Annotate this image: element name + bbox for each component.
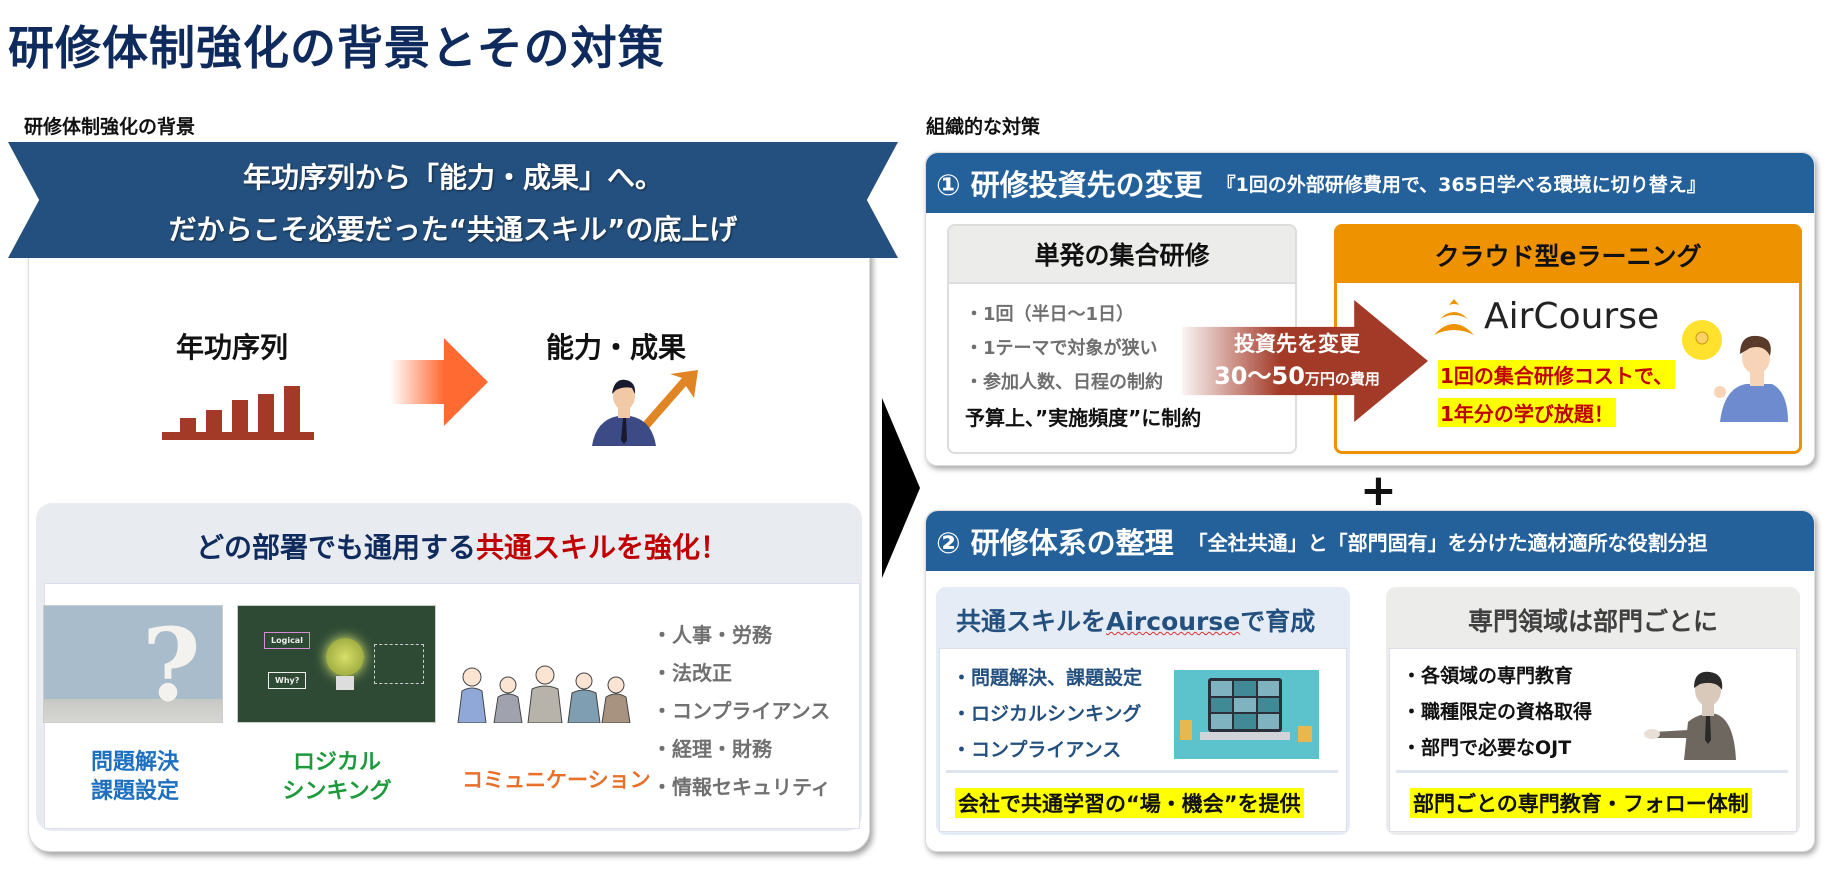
topic-item: ・コンプライアンス [652, 699, 831, 723]
other-topics-list: ・人事・労務 ・法改正 ・コンプライアンス ・経理・財務 ・情報セキュリティ [652, 616, 831, 806]
divider [1396, 770, 1788, 773]
team-people-icon [452, 655, 638, 724]
laptop-screen-icon [1208, 678, 1282, 732]
list-item: ・部門で必要なOJT [1402, 737, 1572, 759]
headline-banner: 年功序列から「能力・成果」へ。 だからこそ必要だった“共通スキル”の底上げ [8, 142, 898, 258]
aircourse-logo: AirCourse [1432, 296, 1659, 337]
measure-2-header: ② 研修体系の整理 「全社共通」と「部門固有」を分けた適材適所な役割分担 [926, 511, 1814, 571]
performance-label: 能力・成果 [546, 331, 687, 364]
dept-specialty-list: ・各領域の専門教育 ・職種限定の資格取得 ・部門で必要なOJT [1402, 658, 1592, 766]
question-mark-icon: ? [142, 606, 201, 724]
businessman-gesture-icon [1640, 668, 1740, 760]
pencil-cup-icon [1180, 720, 1192, 740]
lightbulb-base-icon [336, 676, 354, 690]
mug-icon [1298, 726, 1312, 742]
cost-highlight-1: 1回の集合研修コストで、 [1438, 360, 1676, 389]
common-skills-aircourse-heading: 共通スキルをAircourseで育成 [956, 607, 1316, 636]
topic-item: ・経理・財務 [652, 737, 772, 761]
arrow-label: 投資先を変更 [1234, 332, 1360, 356]
list-item: ・問題解決、課題設定 [952, 667, 1143, 689]
list-item: ・ロジカルシンキング [952, 703, 1142, 725]
common-conclusion-highlight: 会社で共通学習の“場・機会”を提供 [955, 788, 1304, 818]
why-bubble: Why? [268, 672, 307, 689]
list-item: ・コンプライアンス [952, 739, 1122, 761]
plus-icon: + [1360, 465, 1397, 516]
logical-bubble: Logical [264, 632, 310, 649]
topic-item: ・人事・労務 [652, 623, 772, 647]
measure-1-subtitle: 『1回の外部研修費用で、365日学べる環境に切り替え』 [1216, 173, 1706, 196]
measure-1-header: ① 研修投資先の変更 『1回の外部研修費用で、365日学べる環境に切り替え』 [926, 153, 1814, 213]
topic-item: ・法改正 [652, 661, 732, 685]
laptop-keyboard-icon [1200, 732, 1290, 740]
skill-problem-solving: 問題解決課題設定 [90, 750, 179, 804]
cost-highlight-2: 1年分の学び放題！ [1438, 398, 1616, 427]
lightbulb-icon [326, 638, 364, 676]
list-item: ・参加人数、日程の制約 [965, 372, 1163, 393]
online-meeting-laptop-image [1174, 670, 1319, 759]
right-section-label: 組織的な対策 [926, 116, 1041, 138]
skill-communication: コミュニケーション [462, 768, 651, 792]
question-mark-photo: ? [43, 605, 223, 723]
common-skills-heading: どの部署でも通用する共通スキルを強化！ [196, 531, 729, 564]
left-section-label: 研修体制強化の背景 [24, 116, 196, 138]
presenter-idea-icon [1680, 318, 1790, 422]
topic-item: ・情報セキュリティ [652, 775, 831, 799]
list-item: ・1回（半日～1日） [965, 304, 1135, 325]
divider [946, 770, 1338, 773]
aircourse-logo-icon [1434, 298, 1474, 335]
chalkboard-lightbulb-photo: Logical Why? [237, 605, 436, 723]
one-off-training-box: 単発の集合研修 ・1回（半日～1日） ・1テーマで対象が狭い ・参加人数、日程の… [947, 224, 1297, 454]
banner-line-2: だからこそ必要だった“共通スキル”の底上げ [168, 213, 738, 246]
businessman-growth-icon [590, 370, 710, 446]
list-item: ・職種限定の資格取得 [1402, 701, 1593, 723]
seniority-label: 年功序列 [176, 331, 289, 364]
bar-chart-icon [162, 386, 314, 440]
dept-specialty-heading: 専門領域は部門ごとに [1467, 607, 1718, 636]
arrow-cost: 30～50万円の費用 [1214, 362, 1380, 390]
measure-1-title: ① 研修投資先の変更 [936, 168, 1203, 202]
one-off-training-heading: 単発の集合研修 [949, 226, 1295, 284]
list-item: ・各領域の専門教育 [1402, 665, 1574, 687]
measure-2-title: ② 研修体系の整理 [936, 526, 1174, 560]
list-item: ・1テーマで対象が狭い [965, 338, 1158, 359]
cloud-elearning-heading: クラウド型eラーニング [1337, 227, 1799, 283]
page-title: 研修体制強化の背景とその対策 [8, 21, 665, 75]
skill-logical-thinking: ロジカルシンキング [282, 750, 392, 804]
chevron-right-icon [882, 398, 920, 578]
banner-line-1: 年功序列から「能力・成果」へ。 [242, 161, 663, 194]
org-chart-icon [374, 644, 424, 684]
dept-conclusion-highlight: 部門ごとの専門教育・フォロー体制 [1410, 788, 1752, 818]
measure-2-subtitle: 「全社共通」と「部門固有」を分けた適材適所な役割分担 [1187, 530, 1708, 555]
one-off-training-conclusion: 予算上、”実施頻度”に制約 [965, 406, 1202, 430]
common-skills-list: ・問題解決、課題設定 ・ロジカルシンキング ・コンプライアンス [952, 660, 1142, 768]
